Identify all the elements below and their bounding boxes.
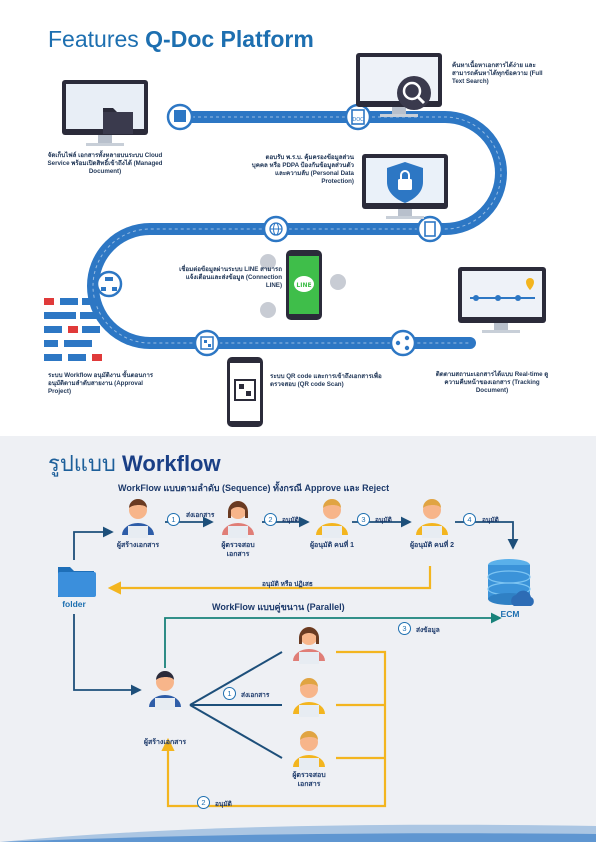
node-qr-icon [193, 329, 221, 357]
feature-managed-doc: จัดเก็บไฟล์ เอกสารทั้งหลายบนระบบ Cloud S… [47, 152, 163, 175]
role-creator-parallel: ผู้สร้างเอกสาร [143, 739, 187, 746]
person-approver1-avatar [316, 499, 348, 538]
reject-label: อนุมัติ หรือ ปฏิเสธ [262, 581, 313, 588]
svg-text:DOC: DOC [352, 117, 364, 123]
features-title: Features Q-Doc Platform [48, 26, 314, 53]
feature-connection-line: เชื่อมต่อข้อมูลผ่านระบบ LINE สามารถแจ้งเ… [179, 266, 282, 289]
person-approver2-avatar [416, 499, 448, 538]
monitor-tracking-icon [458, 267, 546, 333]
person-parallel-1-avatar [293, 627, 325, 664]
person-creator-parallel-avatar [149, 671, 181, 710]
parallel-step-1-badge: 1 [223, 687, 236, 700]
node-door-icon [416, 215, 444, 243]
person-parallel-3-avatar [293, 731, 325, 770]
workflow-title-thai: รูปแบบ [48, 451, 116, 476]
folder-label: folder [62, 599, 86, 609]
role-reviewer-parallel: ผู้ตรวจสอบเอกสาร [292, 772, 326, 788]
node-sitemap-icon [95, 270, 123, 298]
ecm-database-icon [487, 559, 534, 606]
role-approver1: ผู้อนุมัติ คนที่ 1 [309, 542, 355, 549]
workflow-section [0, 436, 596, 842]
workflow-title: รูปแบบ Workflow [48, 446, 221, 481]
folder-icon [58, 567, 96, 597]
role-approver2: ผู้อนุมัติ คนที่ 2 [409, 542, 455, 549]
feature-tracking-doc: ติดตามสถานะเอกสารได้แบบ Real-time ดูความ… [435, 371, 549, 394]
person-parallel-2-avatar [293, 678, 325, 717]
person-creator-avatar [122, 499, 154, 538]
parallel-step-1-label: ส่งเอกสาร [241, 692, 270, 699]
parallel-title: WorkFlow แบบคู่ขนาน (Parallel) [212, 602, 345, 612]
features-title-bold: Q-Doc Platform [145, 26, 314, 52]
feature-full-text-search: ค้นหาเนื้อหาเอกสารได้ง่าย และสามารถค้นหา… [452, 62, 543, 85]
step-1-badge: 1 [167, 513, 180, 526]
step-4-badge: 4 [463, 513, 476, 526]
ecm-label: ECM [500, 609, 520, 619]
feature-qr-scan: ระบบ QR code และการเข้าถึงเอกสารเพื่อตรว… [270, 373, 382, 388]
node-doc-icon [166, 103, 194, 131]
monitor-shield-lock-icon [362, 154, 448, 219]
phone-qr-icon [227, 357, 263, 427]
phone-line-icon: LINE [260, 250, 346, 320]
step-4-label: อนุมัติ [482, 517, 499, 524]
role-creator: ผู้สร้างเอกสาร [116, 542, 160, 549]
role-reviewer: ผู้ตรวจสอบเอกสาร [221, 542, 255, 558]
step-1-label: ส่งเอกสาร [186, 512, 215, 519]
sequence-title: WorkFlow แบบตามลำดับ (Sequence) ทั้งกรณี… [118, 483, 390, 493]
parallel-step-3-badge: 3 [398, 622, 411, 635]
parallel-step-2-label: อนุมัติ [215, 801, 232, 808]
features-title-light: Features [48, 26, 139, 52]
monitor-search-icon [356, 53, 442, 117]
person-reviewer-avatar [222, 501, 254, 538]
monitor-folder-icon [62, 80, 148, 146]
step-2-label: อนุมัติ [282, 517, 299, 524]
svg-text:LINE: LINE [296, 282, 311, 289]
feature-approval-project: ระบบ Workflow อนุมัติงาน ขั้นตอนการอนุมั… [48, 372, 154, 395]
node-doc-icon-2: DOC [344, 103, 372, 131]
parallel-step-3-label: ส่งข้อมูล [416, 627, 440, 634]
feature-pdpa: ตอบรับ พ.ร.บ. คุ้มครองข้อมูลส่วนบุคคล หร… [251, 154, 354, 185]
step-2-badge: 2 [264, 513, 277, 526]
workflow-title-bold: Workflow [122, 451, 221, 476]
parallel-step-2-badge: 2 [197, 796, 210, 809]
workflow-blocks-icon [44, 298, 102, 361]
node-globe-icon [262, 215, 290, 243]
node-share-icon [389, 329, 417, 357]
step-3-badge: 3 [357, 513, 370, 526]
step-3-label: อนุมัติ [375, 517, 392, 524]
